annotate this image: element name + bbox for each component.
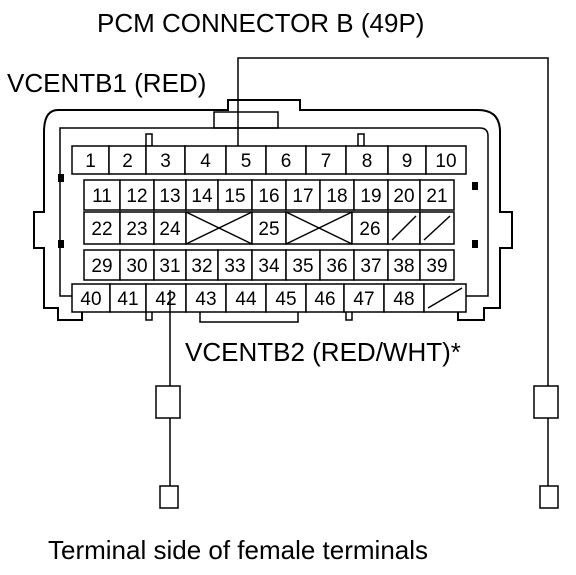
terminal-number: 48	[393, 289, 414, 310]
terminal-cell	[217, 179, 253, 211]
blank-terminal-cross	[185, 211, 253, 245]
top-latch	[213, 111, 279, 129]
terminal-cell	[251, 179, 287, 211]
terminal-number: 34	[258, 256, 280, 277]
terminal-number: 33	[224, 256, 245, 277]
terminal-cell	[419, 179, 455, 211]
terminal-number: 22	[91, 219, 112, 240]
terminal-number: 38	[393, 256, 414, 277]
blank-terminal-slash	[391, 215, 417, 241]
terminal-number: 37	[360, 256, 381, 277]
terminal-cell	[145, 145, 186, 175]
terminal-cell	[119, 179, 155, 211]
terminal-number: 30	[126, 256, 147, 277]
terminal-cell	[353, 249, 389, 281]
terminal-cell	[345, 145, 389, 175]
wire-label-vcentb2: VCENTB2 (RED/WHT)*	[185, 337, 461, 367]
probe-right-lower	[539, 485, 559, 509]
terminal-number: 31	[159, 256, 180, 277]
terminal-number: 8	[362, 151, 373, 172]
blank-terminal-slash	[427, 287, 463, 309]
terminal-cell	[108, 145, 147, 175]
wire-vcentb1	[237, 57, 549, 386]
terminal-number: 29	[91, 256, 112, 277]
terminal-cell	[419, 249, 455, 281]
terminal-number: 42	[155, 289, 176, 310]
terminal-number: 3	[160, 151, 171, 172]
terminal-number: 21	[426, 186, 447, 207]
terminal-cell	[184, 145, 227, 175]
terminal-number: 9	[402, 151, 413, 172]
probe-right-upper	[533, 385, 559, 419]
terminal-cell	[319, 249, 355, 281]
terminal-number: 12	[126, 186, 147, 207]
terminal-number: 36	[326, 256, 347, 277]
terminal-cell	[305, 145, 347, 175]
terminal-number: 46	[314, 289, 335, 310]
connector-shell	[33, 99, 513, 321]
terminal-number: 47	[353, 289, 374, 310]
terminal-number: 2	[122, 151, 133, 172]
terminal-number: 43	[195, 289, 216, 310]
terminal-number: 24	[159, 219, 181, 240]
terminal-cell	[425, 145, 467, 175]
terminal-number: 4	[200, 151, 211, 172]
terminal-number: 23	[126, 219, 147, 240]
terminal-number: 17	[292, 186, 313, 207]
terminal-number: 32	[191, 256, 212, 277]
blank-terminal-cross	[285, 211, 353, 245]
terminal-cell	[387, 145, 427, 175]
bottom-key	[199, 308, 299, 323]
terminal-number: 13	[159, 186, 180, 207]
terminal-number: 11	[92, 186, 112, 207]
terminal-cell	[353, 179, 389, 211]
terminal-number: 6	[281, 151, 292, 172]
diagram-caption: Terminal side of female terminals	[48, 535, 429, 565]
terminal-number: 1	[85, 151, 96, 172]
terminal-number: 5	[241, 151, 252, 172]
diagram-title: PCM CONNECTOR B (49P)	[97, 8, 425, 38]
probe-left-lower	[159, 485, 179, 509]
wire-label-vcentb1: VCENTB1 (RED)	[7, 68, 207, 98]
terminal-number: 45	[275, 289, 296, 310]
terminal-cell	[265, 283, 307, 313]
terminal-cell	[225, 145, 267, 175]
terminal-cell	[225, 283, 267, 313]
terminal-cell	[251, 211, 287, 245]
terminal-number: 10	[435, 151, 456, 172]
terminal-number: 25	[258, 219, 279, 240]
terminal-cell	[387, 179, 421, 211]
terminal-number: 20	[393, 186, 414, 207]
terminal-cell	[185, 249, 219, 281]
terminal-cell	[383, 283, 425, 313]
terminal-number: 39	[426, 256, 447, 277]
terminal-number: 15	[224, 186, 245, 207]
terminal-cell	[305, 283, 345, 313]
terminal-cell	[285, 179, 321, 211]
terminal-number: 44	[235, 289, 257, 310]
terminal-number: 41	[117, 289, 138, 310]
terminal-number: 19	[360, 186, 381, 207]
terminal-cell	[83, 179, 121, 211]
terminal-number: 26	[359, 219, 380, 240]
blank-terminal-slash	[423, 215, 451, 241]
terminal-cell	[185, 179, 219, 211]
terminal-number: 18	[326, 186, 347, 207]
connector-inner-shell	[59, 127, 489, 297]
terminal-number: 16	[258, 186, 279, 207]
terminal-cell	[153, 249, 187, 281]
terminal-number: 14	[191, 186, 213, 207]
terminal-cell	[251, 249, 287, 281]
terminal-number: 7	[321, 151, 332, 172]
probe-left-upper	[155, 385, 181, 419]
terminal-number: 40	[80, 289, 101, 310]
terminal-cell	[119, 249, 155, 281]
terminal-number: 35	[292, 256, 313, 277]
terminal-cell	[71, 145, 110, 175]
